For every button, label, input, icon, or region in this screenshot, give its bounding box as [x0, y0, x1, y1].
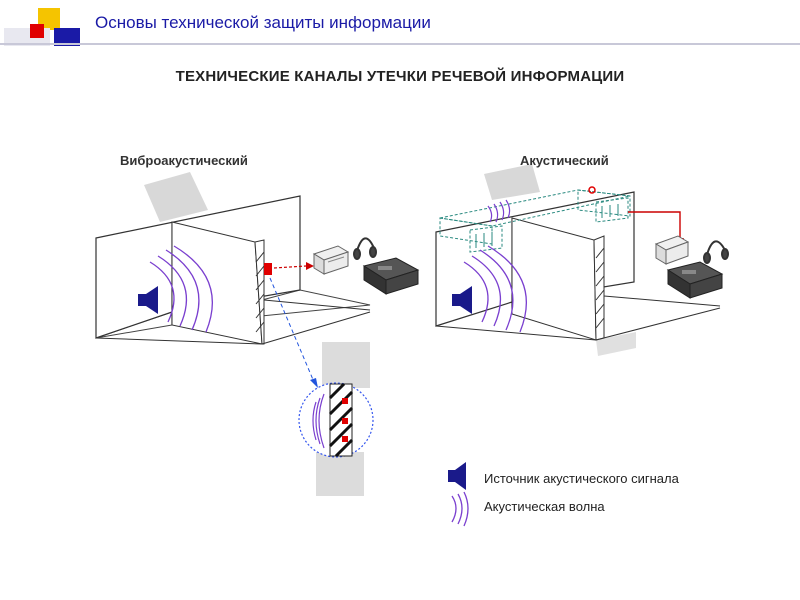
acoustic-sensor [588, 186, 596, 194]
right-recorder-device [666, 261, 724, 299]
left-speaker-icon [138, 286, 158, 314]
legend-source-label: Источник акустического сигнала [484, 471, 679, 486]
legend-wave-label: Акустическая волна [484, 499, 605, 514]
right-receiver-device [654, 235, 690, 265]
left-headphones-icon [353, 237, 377, 260]
right-acoustic-wave-icon [463, 245, 527, 333]
left-recorder-device [362, 257, 420, 295]
page-title: ТЕХНИЧЕСКИЕ КАНАЛЫ УТЕЧКИ РЕЧЕВОЙ ИНФОРМ… [175, 68, 625, 85]
left-receiver-device [312, 245, 350, 275]
left-leak-line [273, 265, 307, 269]
legend-wave-icon [451, 491, 469, 527]
header-logo [4, 8, 80, 46]
left-acoustic-wave-icon [149, 245, 213, 333]
header-divider [0, 43, 800, 45]
right-headphones-icon [703, 240, 729, 264]
vibration-sensor [264, 263, 272, 275]
right-speaker-icon [452, 286, 472, 314]
duct-grilles [475, 204, 619, 248]
detail-pointer-line [269, 277, 315, 383]
right-leak-line [628, 211, 681, 240]
header-title: Основы технической защиты информации [95, 13, 431, 32]
right-panel-label: Акустический [520, 153, 609, 168]
legend-speaker-icon [448, 462, 466, 490]
left-panel-label: Виброакустический [120, 153, 248, 168]
duct-acoustic-wave-icon [487, 199, 511, 223]
wall-detail-zoom [298, 342, 374, 496]
